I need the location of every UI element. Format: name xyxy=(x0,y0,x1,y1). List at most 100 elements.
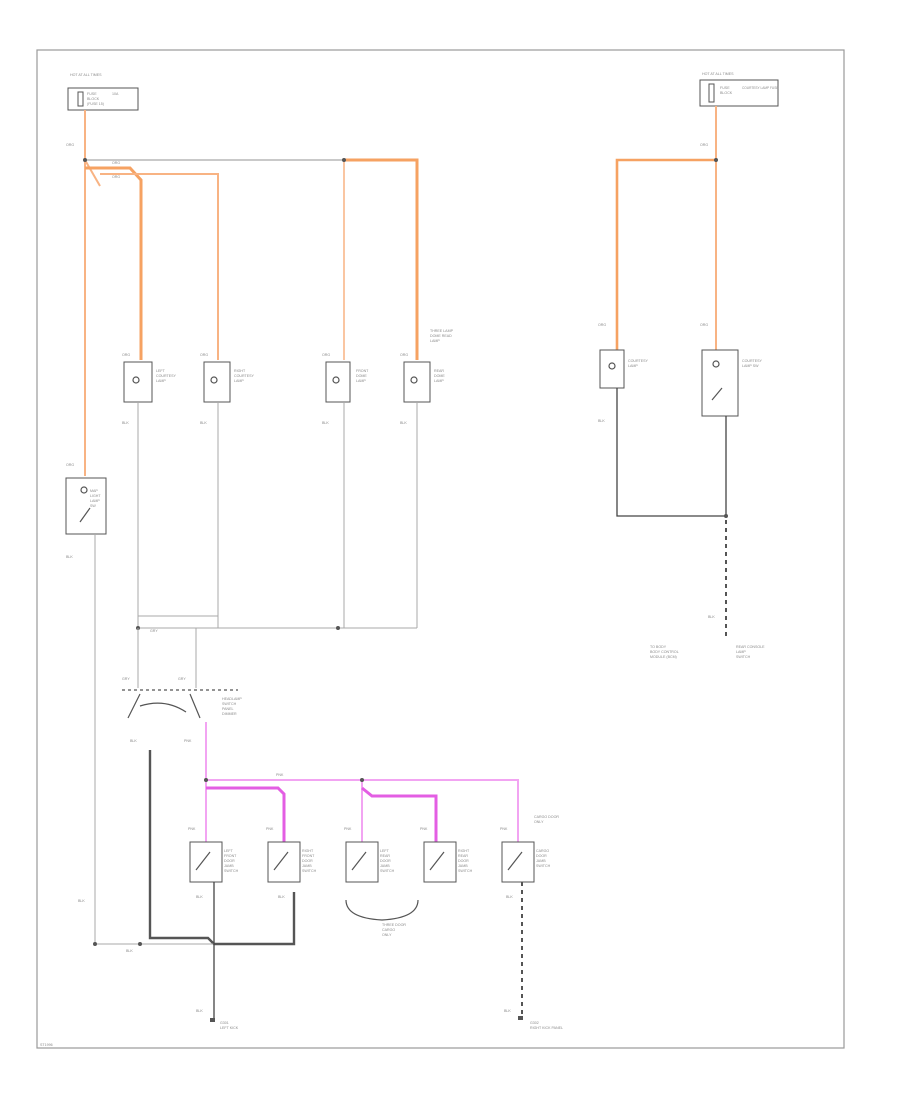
door3-label-1: LEFT xyxy=(380,849,390,853)
door2-label-1: RIGHT xyxy=(302,849,314,853)
door34-note-3: ONLY xyxy=(382,933,392,937)
hl-sw-gnd-label-1: BLK xyxy=(130,739,137,743)
ground1-label-2: LEFT KICK xyxy=(220,1026,239,1030)
cargo-lamp-bulb-icon xyxy=(608,362,616,370)
door5-gnd-label: BLK xyxy=(506,895,513,899)
lamp2-body xyxy=(203,361,231,403)
headlamp-switch: GRY GRY HEADLAMP SWITCH PANEL DIMMER BLK… xyxy=(122,677,242,743)
door34-note-2: CARGO xyxy=(382,928,395,932)
pink-bus-label: PNK xyxy=(276,773,284,777)
hl-sw-label-1: HEADLAMP xyxy=(222,697,242,701)
junction-label: GRY xyxy=(150,629,158,633)
lamp4-label-2: DOME xyxy=(434,374,445,378)
door2-label-3: DOOR xyxy=(302,859,313,863)
ground2-label-2: RIGHT KICK PANEL xyxy=(530,1026,563,1030)
rear-gnd2-label-2: LAMP xyxy=(736,650,746,654)
right-ground-circuit: BLK TO BODY BODY CONTROL MODULE (BCM) RE… xyxy=(616,388,765,659)
door1-gnd-label: BLK xyxy=(196,895,203,899)
lamp3-label-1: FRONT xyxy=(356,369,369,373)
ground1-wire-label: BLK xyxy=(196,1009,203,1013)
door2-label-4: JAMB xyxy=(302,864,312,868)
lamp4-label-1: REAR xyxy=(434,369,444,373)
lamp4-top-label-1: THREE LAMP xyxy=(430,329,454,333)
bottom-ground-circuit: BLK BLK BLK G301 LEFT KICK BLK G302 RIGH… xyxy=(78,882,563,1030)
door5-body xyxy=(501,841,535,883)
door5-top-label-1: CARGO DOOR xyxy=(534,815,559,819)
rear-gnd-wire-label: BLK xyxy=(708,615,715,619)
wire-label-top-right: ORG xyxy=(700,143,708,147)
door5-wire-label: PNK xyxy=(500,827,508,831)
cargo-lamp-wire-label: ORG xyxy=(598,323,606,327)
left-fuse-extra: 10A xyxy=(112,92,119,96)
ground2-label-1: G302 xyxy=(530,1021,539,1025)
door2-label-5: SWITCH xyxy=(302,869,317,873)
right-fuse-extra: COURTESY LAMP FUSE xyxy=(742,86,779,90)
door1-label-1: LEFT xyxy=(224,849,234,853)
lamp1-label-3: LAMP xyxy=(156,379,166,383)
door1-body xyxy=(189,841,223,883)
rear-gnd-label-3: MODULE (BCM) xyxy=(650,655,677,659)
hl-sw-label-2: SWITCH xyxy=(222,702,237,706)
lamp-left-courtesy: ORG LEFT COURTESY LAMP BLK xyxy=(122,353,177,425)
hl-sw-gnd-label-2: PNK xyxy=(184,739,192,743)
right-fuse-icon xyxy=(708,83,715,103)
left-ground-wire-label: BLK xyxy=(78,899,85,903)
lamp4-top-label-3: LAMP xyxy=(430,339,440,343)
door3-body xyxy=(345,841,379,883)
hl-ground-wire xyxy=(148,750,296,946)
door4-label-2: REAR xyxy=(458,854,468,858)
door3-label-3: DOOR xyxy=(380,859,391,863)
door1-label-5: SWITCH xyxy=(224,869,239,873)
lamp-right-courtesy: ORG RIGHT COURTESY LAMP BLK xyxy=(200,353,255,425)
door4-label-4: JAMB xyxy=(458,864,468,868)
lamp4-gnd-label: BLK xyxy=(400,421,407,425)
pink-wires: PNK xyxy=(204,722,519,850)
lamp2-wire-label: ORG xyxy=(200,353,208,357)
lamp4-bulb-icon xyxy=(410,376,418,384)
door5-label-2: DOOR xyxy=(536,854,547,858)
door2-wire-label: PNK xyxy=(266,827,274,831)
lamp2-label-1: RIGHT xyxy=(234,369,246,373)
map-label-1: MAP xyxy=(90,489,98,493)
map-label-3: LAMP xyxy=(90,499,100,503)
map-label-4: SW xyxy=(90,504,96,508)
door4-label-3: DOOR xyxy=(458,859,469,863)
map-gnd-label: BLK xyxy=(66,555,73,559)
cargo-lamp-label-1: COURTESY xyxy=(628,359,649,363)
hl-sw-wire-label-2: GRY xyxy=(178,677,186,681)
cargo-sw-wire-label: ORG xyxy=(700,323,708,327)
lamp2-label-3: LAMP xyxy=(234,379,244,383)
door3-label-5: SWITCH xyxy=(380,869,395,873)
hl-sw-wire-label-1: GRY xyxy=(122,677,130,681)
door2-label-2: FRONT xyxy=(302,854,315,858)
lamp2-bulb-icon xyxy=(210,376,218,384)
rear-gnd2-label-1: REAR CONSOLE xyxy=(736,645,765,649)
door5-label-3: JAMB xyxy=(536,859,546,863)
lamp3-gnd-label: BLK xyxy=(322,421,329,425)
switch-cargo-door: CARGO DOOR ONLY PNK CARGO DOOR JAMB SWIT… xyxy=(500,815,559,899)
switch-map-light: ORG MAP LIGHT LAMP SW BLK xyxy=(65,463,107,944)
door5-label-4: SWITCH xyxy=(536,864,551,868)
door4-body xyxy=(423,841,457,883)
map-label-2: LIGHT xyxy=(90,494,101,498)
door3-label-2: REAR xyxy=(380,854,390,858)
orange-wires-right: ORG xyxy=(615,106,718,350)
lamp4-top-label-2: DOME READ xyxy=(430,334,452,338)
lamp1-wire-label: ORG xyxy=(122,353,130,357)
rear-doors-note: THREE DOOR CARGO ONLY xyxy=(345,899,419,937)
rear-gnd2-label-3: SWITCH xyxy=(736,655,751,659)
lamp3-wire-label: ORG xyxy=(322,353,330,357)
page-id: ST1996 xyxy=(40,1043,53,1047)
left-fuse-label-3: (FUSE 15) xyxy=(87,102,104,106)
wire-label-top-left: ORG xyxy=(66,143,74,147)
cargo-lamp-label-2: LAMP xyxy=(628,364,638,368)
switch-cargo-courtesy: ORG COURTESY LAMP SW xyxy=(700,323,763,417)
hl-sw-label-4: DIMMER xyxy=(222,712,237,716)
ground1-icon xyxy=(210,1018,215,1022)
lamp1-gnd-label: BLK xyxy=(122,421,129,425)
lamp-cargo-courtesy: ORG COURTESY LAMP BLK xyxy=(598,323,649,423)
right-fuse-label-2: BLOCK xyxy=(720,91,733,95)
door1-wire-label: PNK xyxy=(188,827,196,831)
door1-label-4: JAMB xyxy=(224,864,234,868)
